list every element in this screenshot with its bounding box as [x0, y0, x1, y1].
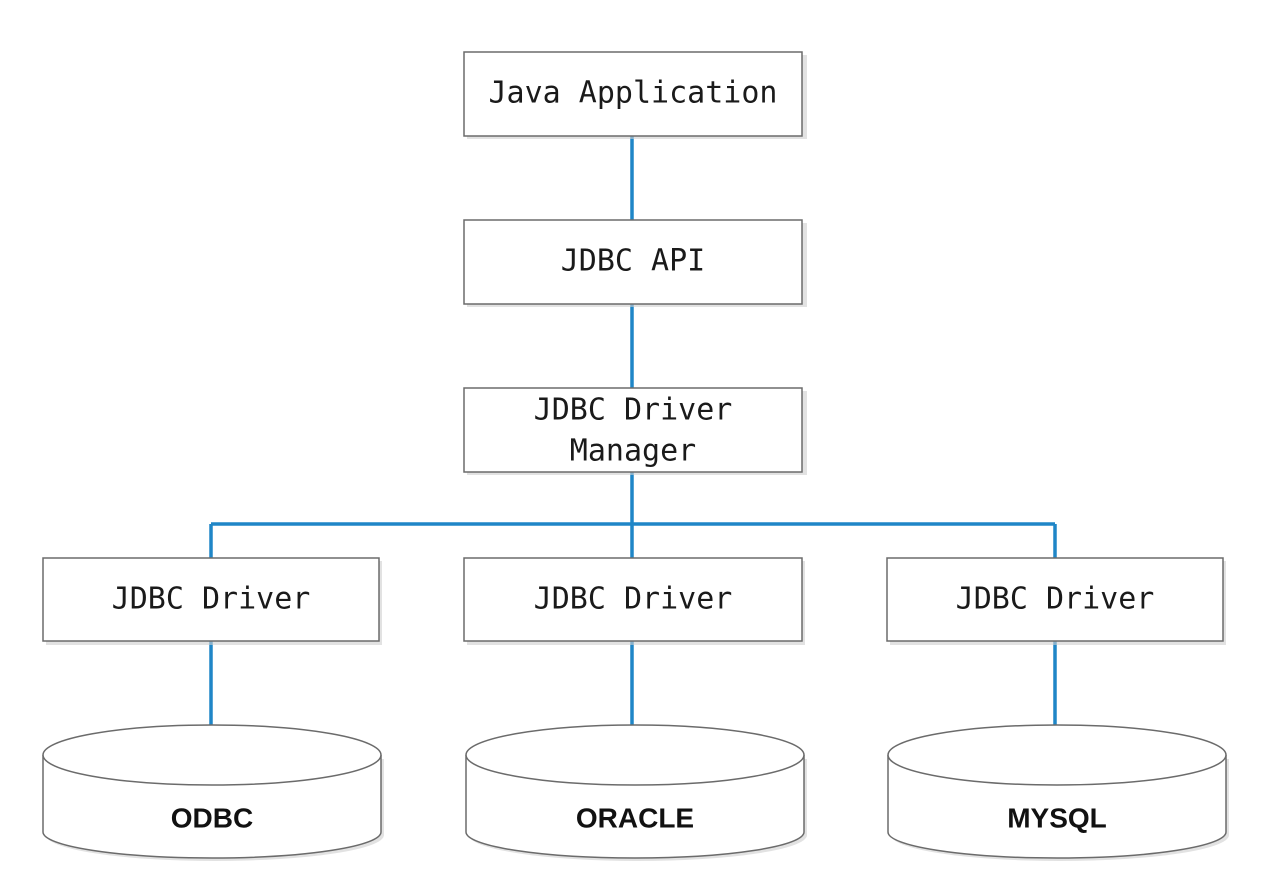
connectors: [209, 136, 1057, 726]
java-application-box: Java Application: [463, 51, 807, 139]
jdbc-driver-box-mysql: JDBC Driver: [886, 557, 1226, 645]
database-odbc: ODBC: [42, 724, 384, 861]
database-mysql-label: MYSQL: [1007, 802, 1107, 833]
jdbc-driver-label: JDBC Driver: [112, 582, 311, 617]
jdbc-driver-manager-label-line2: Manager: [570, 434, 696, 469]
jdbc-api-box: JDBC API: [463, 219, 807, 307]
jdbc-driver-box-oracle: JDBC Driver: [463, 557, 805, 645]
jdbc-driver-label: JDBC Driver: [534, 582, 733, 617]
database-odbc-label: ODBC: [171, 802, 253, 833]
jdbc-driver-manager-box: JDBC Driver Manager: [463, 387, 807, 475]
jdbc-driver-box-odbc: JDBC Driver: [42, 557, 382, 645]
database-oracle-label: ORACLE: [576, 802, 694, 833]
jdbc-api-label: JDBC API: [561, 244, 706, 279]
database-oracle: ORACLE: [465, 724, 807, 861]
database-mysql: MYSQL: [887, 724, 1229, 861]
java-application-label: Java Application: [489, 76, 778, 111]
jdbc-driver-label: JDBC Driver: [956, 582, 1155, 617]
jdbc-driver-manager-label-line1: JDBC Driver: [534, 393, 733, 428]
